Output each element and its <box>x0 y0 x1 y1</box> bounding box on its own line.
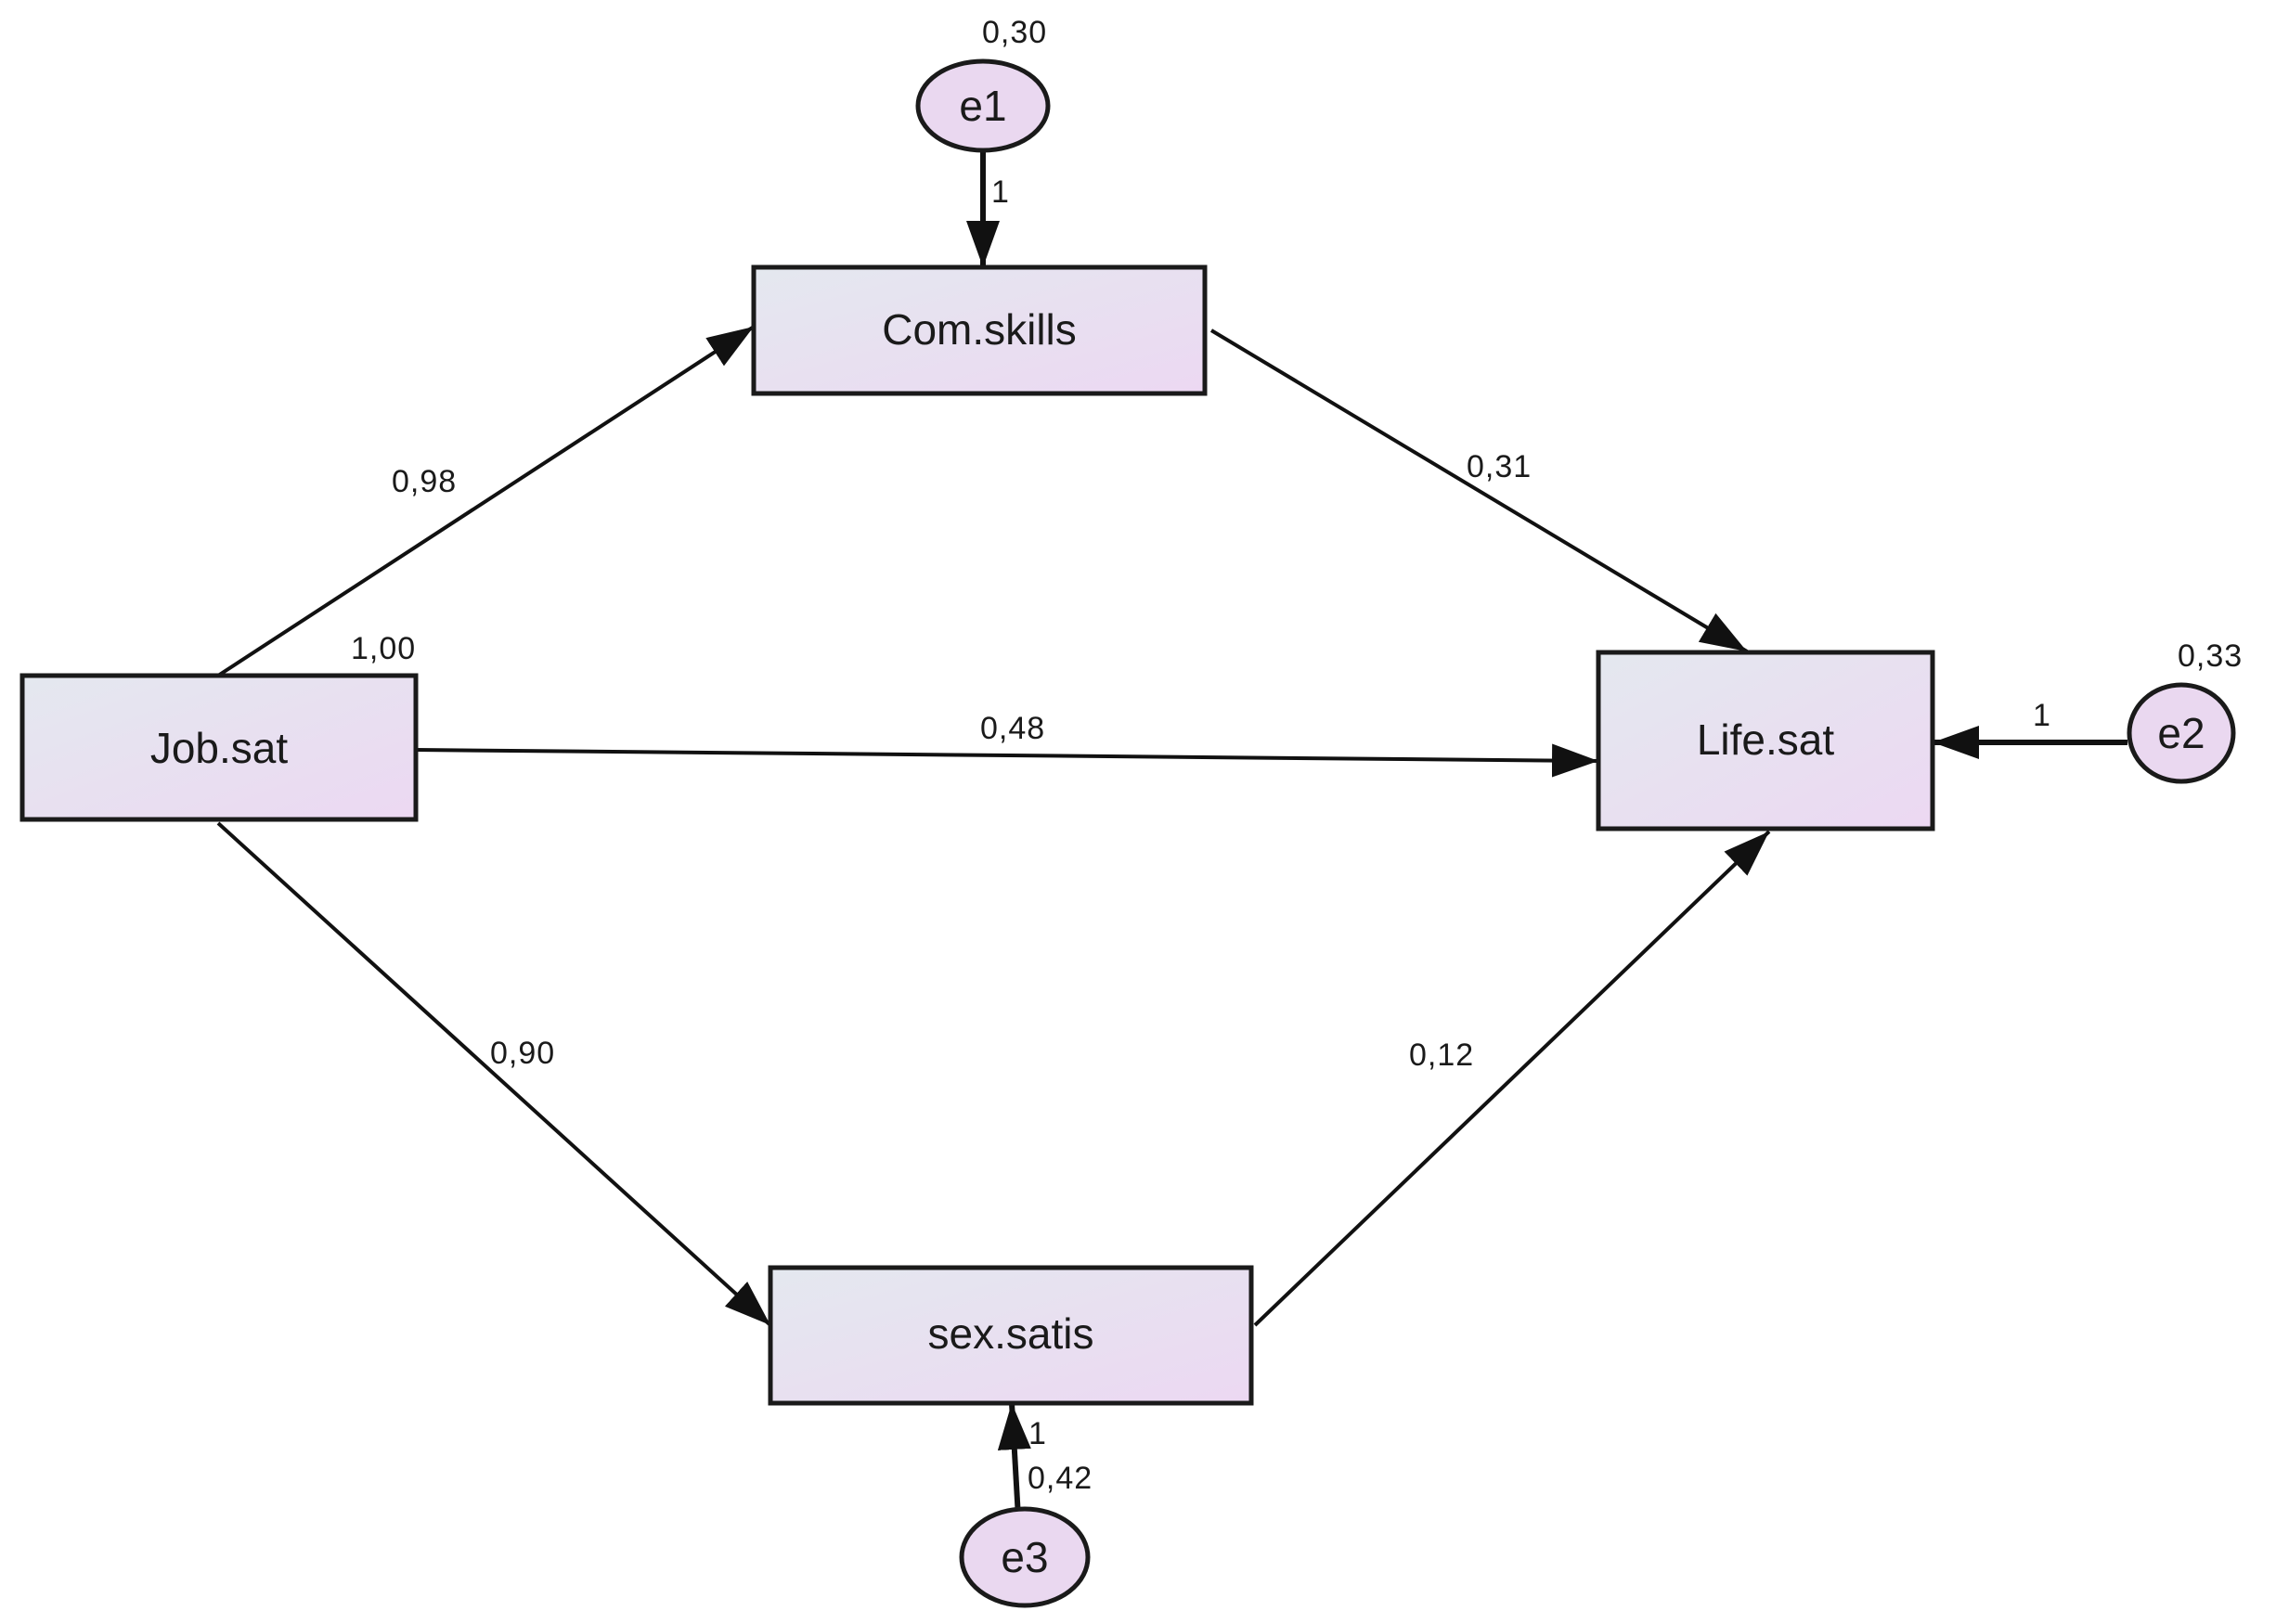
node-e1-label: e1 <box>959 82 1006 130</box>
node-sex-satis[interactable]: sex.satis <box>768 1265 1254 1406</box>
coef-e3-to-sex: 1 <box>1028 1416 1047 1451</box>
path-e3-to-sex <box>997 1402 1031 1518</box>
coef-job-to-com: 0,98 <box>392 464 457 499</box>
variance-e3: 0,42 <box>1028 1461 1093 1496</box>
path-job-to-life <box>415 743 1599 778</box>
node-e3[interactable]: e3 <box>959 1506 1091 1608</box>
node-com-skills-label: Com.skills <box>882 305 1077 354</box>
path-job-to-com <box>216 325 756 677</box>
node-job-sat-label: Job.sat <box>150 724 289 772</box>
path-job-to-sex <box>216 821 772 1327</box>
coef-job-to-sex: 0,90 <box>490 1036 555 1071</box>
path-com-to-life <box>1209 329 1749 653</box>
variance-e1: 0,30 <box>982 15 1047 50</box>
node-life-sat-label: Life.sat <box>1697 715 1835 764</box>
node-e2-label: e2 <box>2157 709 2205 757</box>
node-life-sat[interactable]: Life.sat <box>1596 650 1935 831</box>
node-sex-satis-label: sex.satis <box>928 1309 1094 1358</box>
node-e3-label: e3 <box>1001 1533 1048 1581</box>
coef-e1-to-com: 1 <box>991 174 1010 210</box>
node-com-skills[interactable]: Com.skills <box>751 264 1208 396</box>
path-sex-to-life <box>1253 830 1771 1327</box>
coef-com-to-life: 0,31 <box>1467 449 1532 484</box>
node-e2[interactable]: e2 <box>2127 682 2236 784</box>
variance-e2: 0,33 <box>2178 638 2243 674</box>
coef-job-to-life: 0,48 <box>980 711 1045 746</box>
node-job-sat[interactable]: Job.sat <box>19 673 419 822</box>
node-e1[interactable]: e1 <box>915 58 1051 153</box>
coef-sex-to-life: 0,12 <box>1409 1038 1474 1073</box>
variance-job-sat: 1,00 <box>351 631 416 666</box>
coef-e2-to-life: 1 <box>2033 698 2051 733</box>
